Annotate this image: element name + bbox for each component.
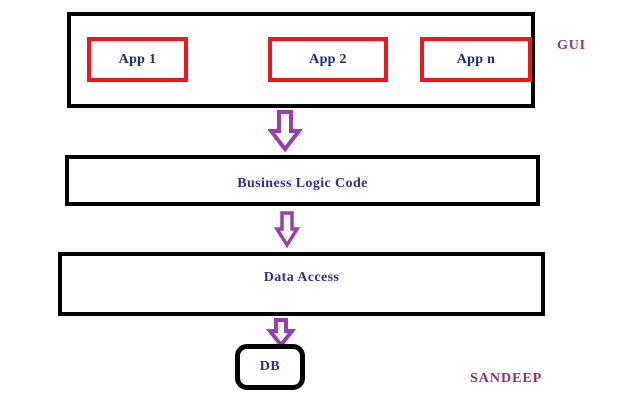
data-access-layer-box: Data Access	[58, 252, 545, 316]
watermark-label: SANDEEP	[470, 371, 543, 386]
gui-layer-label: GUI	[557, 38, 586, 53]
app-box-2: App 2	[268, 37, 388, 82]
business-logic-layer-label: Business Logic Code	[237, 176, 368, 191]
arrow-down-icon-business-logic-to-data-access	[274, 211, 300, 249]
app-box-n: App n	[420, 37, 532, 82]
app-box-1-label: App 1	[118, 51, 157, 67]
database-label: DB	[259, 359, 281, 374]
database-box: DB	[235, 344, 305, 390]
arrow-down-icon-gui-to-business-logic	[268, 110, 302, 152]
data-access-layer-label: Data Access	[263, 270, 340, 285]
arrow-down-icon-data-access-to-db	[266, 318, 296, 348]
business-logic-layer-box: Business Logic Code	[65, 155, 540, 206]
app-box-1: App 1	[87, 37, 188, 82]
app-box-n-label: App n	[456, 51, 496, 67]
app-box-2-label: App 2	[309, 51, 347, 67]
